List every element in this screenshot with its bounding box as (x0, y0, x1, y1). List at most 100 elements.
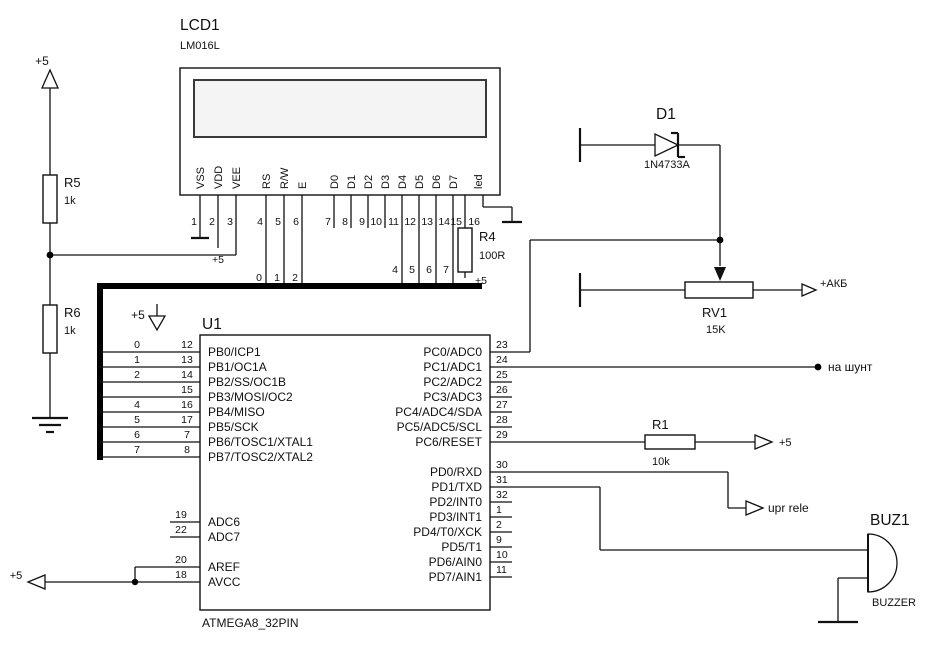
lcd-screen (193, 79, 487, 138)
pd6-name: PD6/AIN0 (429, 555, 483, 569)
pb2-num: 14 (181, 369, 193, 381)
pd0-name: PD0/RXD (430, 465, 482, 479)
power-arrow-up-icon (40, 68, 60, 89)
power-flag-top-left: +5 (35, 54, 60, 89)
buz1-ref: BUZ1 (870, 512, 910, 529)
lcd-num-11: 11 (388, 216, 399, 228)
resistor-r4: R4 100R (457, 227, 505, 273)
u1-body (199, 334, 491, 611)
pc4-num: 27 (496, 399, 508, 411)
power-flag-mid: +5 (131, 304, 167, 332)
r6-ref: R6 (64, 305, 81, 320)
lcd-num-2: 2 (209, 216, 215, 228)
r5-value: 1k (64, 195, 76, 207)
bus-bit-6: 6 (426, 264, 432, 276)
aref-name: AREF (208, 560, 240, 574)
buz1-dome (867, 533, 898, 593)
net-label-akb: +АКБ (820, 278, 847, 290)
pb1-num: 13 (181, 354, 193, 366)
pc5-num: 28 (496, 414, 508, 426)
upr-rele-arrow-icon (745, 500, 765, 516)
pd2-name: PD2/INT0 (429, 495, 482, 509)
wire-pd0-upr-rele (490, 471, 746, 509)
pc2-name: PC2/ADC2 (423, 375, 482, 389)
power-arrow-down-icon (147, 315, 167, 332)
junction-pc0-rv1 (716, 236, 724, 244)
rv1-wiper-arrow-icon (714, 267, 726, 281)
resistor-r1: R1 10k +5 (490, 417, 792, 468)
pc1-name: PC1/ADC1 (423, 360, 482, 374)
resistor-r5: R5 1k (42, 174, 81, 224)
bus-bit-2: 2 (292, 272, 298, 284)
pb3-name: PB3/MOSI/OC2 (208, 390, 293, 404)
data-bus (97, 283, 482, 460)
pb5-bit: 5 (134, 414, 140, 426)
lcd-pin-vdd: VDD (213, 166, 225, 189)
lcd-pin-rs: RS (261, 174, 273, 189)
net-label-plus5: +5 (35, 54, 49, 68)
adc7-name: ADC7 (208, 530, 240, 544)
wire-adc (170, 521, 200, 538)
pb6-num: 7 (184, 429, 190, 441)
pb0-bit: 0 (134, 339, 140, 351)
lcd-pin-e: E (297, 182, 309, 189)
pb7-num: 8 (184, 444, 190, 456)
pd5-num: 9 (496, 534, 502, 546)
lcd-num-7: 7 (325, 216, 331, 228)
lcd-num-1: 1 (191, 216, 197, 228)
pc5-name: PC5/ADC5/SCL (397, 420, 483, 434)
lcd-pin-d1: D1 (346, 175, 358, 189)
lcd-num-4: 4 (257, 216, 263, 228)
wire-pb (100, 351, 200, 458)
lcd-num-5: 5 (275, 216, 281, 228)
lcd-num-8: 8 (342, 216, 348, 228)
pd7-num: 11 (496, 564, 507, 576)
pd2-num: 32 (496, 489, 508, 501)
lcd-pin-d4: D4 (397, 175, 409, 189)
lcd-pin-d5: D5 (414, 175, 426, 189)
d1-triangle (654, 132, 680, 158)
junction-aref-avcc (131, 578, 139, 586)
pd5-name: PD5/T1 (441, 540, 482, 554)
lcd-bus-bit-labels: 0 1 2 4 5 6 7 (256, 264, 449, 284)
pb7-name: PB7/TOSC2/XTAL2 (208, 450, 313, 464)
power-flag-avcc: +5 (10, 570, 46, 590)
rv1-ref: RV1 (702, 305, 727, 320)
junction-divider (46, 251, 54, 259)
pb7-bit: 7 (134, 444, 140, 456)
bus-bit-5: 5 (409, 264, 415, 276)
r5-ref: R5 (64, 175, 81, 190)
adc7-num: 22 (175, 524, 187, 536)
pb1-bit: 1 (134, 354, 140, 366)
lcd-part: LM016L (180, 40, 220, 52)
lcd-pin-d2: D2 (363, 175, 375, 189)
lcd-pin-d7: D7 (448, 175, 460, 189)
power-arrow-left-icon (26, 574, 46, 590)
r6-body (42, 304, 58, 354)
pc6-num: 29 (496, 429, 508, 441)
pc3-name: PC3/ADC3 (423, 390, 482, 404)
net-label-plus5-avcc: +5 (10, 570, 23, 582)
pd3-num: 1 (496, 504, 502, 516)
pb6-name: PB6/TOSC1/XTAL1 (208, 435, 313, 449)
pb0-num: 12 (181, 339, 193, 351)
lcd-pin-d0: D0 (329, 175, 341, 189)
adc6-name: ADC6 (208, 515, 240, 529)
r1-value: 10k (652, 456, 670, 468)
pb5-num: 17 (181, 414, 193, 426)
pb1-name: PB1/OC1A (208, 360, 267, 374)
d1-ref: D1 (656, 106, 676, 123)
lcd-ref: LCD1 (180, 17, 220, 34)
pd4-name: PD4/T0/XCK (413, 525, 482, 539)
pb4-name: PB4/MISO (208, 405, 265, 419)
u1-ref: U1 (202, 316, 222, 333)
power-arrow-right-icon (754, 434, 774, 450)
wire-stubs-right (490, 381, 512, 578)
lcd-num-10: 10 (370, 216, 382, 228)
net-label-plus5-mid: +5 (131, 308, 145, 322)
aref-num: 20 (175, 554, 187, 566)
buz1-part: BUZZER (872, 597, 916, 609)
ground-left-icon (32, 416, 68, 434)
r6-value: 1k (64, 325, 76, 337)
